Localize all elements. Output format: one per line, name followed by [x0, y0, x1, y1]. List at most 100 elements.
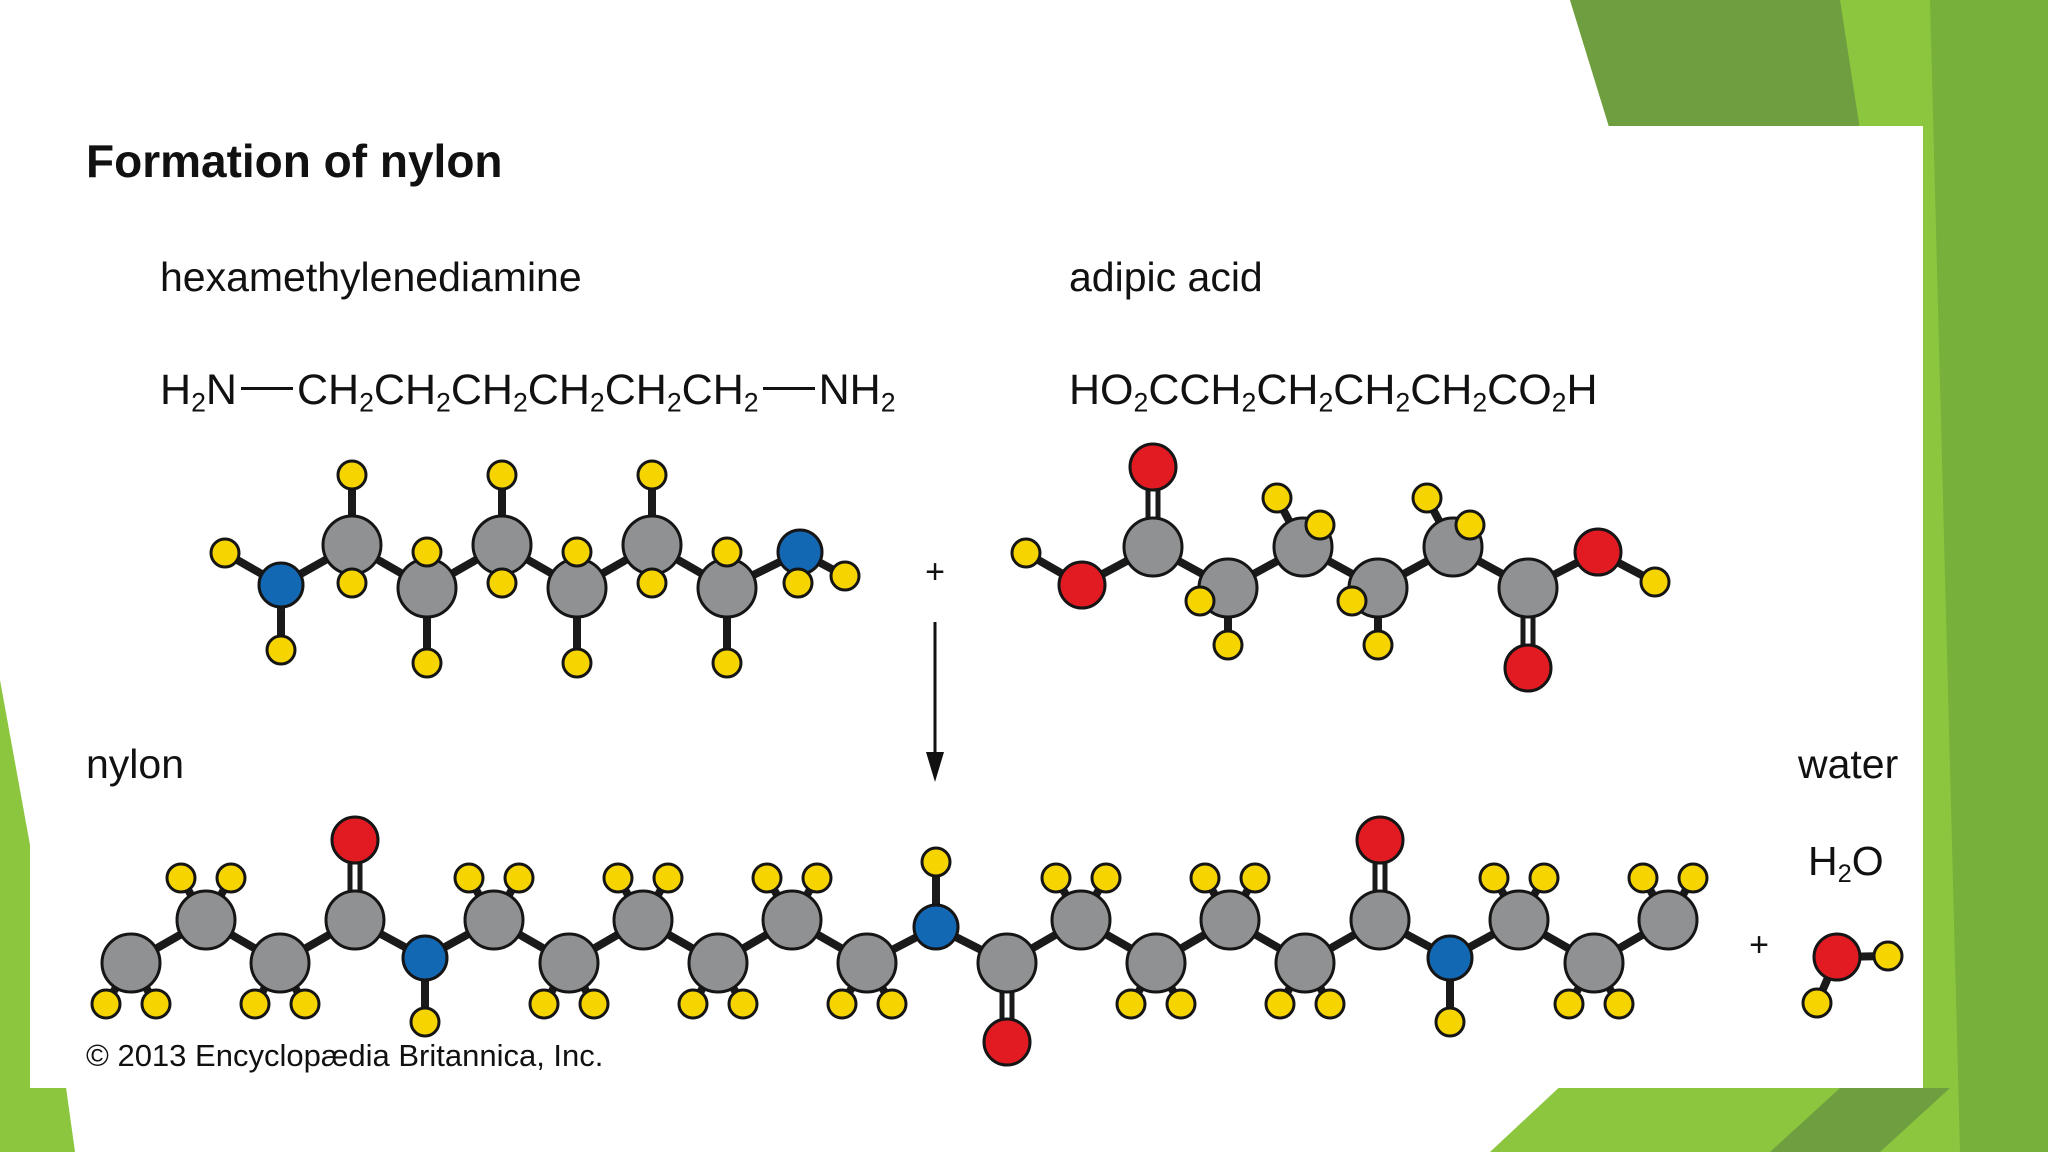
- hydrogen-atom: [751, 862, 783, 894]
- formula-bond-dash: [762, 387, 815, 391]
- carbon-atom: [612, 889, 674, 951]
- hydrogen-atom: [265, 634, 297, 666]
- carbon-atom: [836, 932, 898, 994]
- copyright-notice: © 2013 Encyclopædia Britannica, Inc.: [86, 1038, 604, 1073]
- hydrogen-atom: [1677, 862, 1709, 894]
- carbon-atom: [696, 557, 758, 619]
- hydrogen-atom: [1165, 988, 1197, 1020]
- nitrogen-atom: [776, 528, 824, 576]
- adipic-acid-label: adipic acid: [1069, 254, 1263, 300]
- hydrogen-atom: [1434, 1006, 1466, 1038]
- green-shape-bottom: [1770, 1088, 1950, 1152]
- hydrogen-atom: [1454, 509, 1486, 541]
- hydrogen-atom: [636, 459, 668, 491]
- carbon-atom: [249, 932, 311, 994]
- hydrogen-atom: [876, 988, 908, 1020]
- hydrogen-atom: [1189, 862, 1221, 894]
- carbon-atom: [321, 514, 383, 576]
- adipic-acid-formula: HO2CCH2CH2CH2CH2CO2H: [1069, 366, 1598, 418]
- hydrogen-atom: [711, 536, 743, 568]
- hydrogen-atom: [1090, 862, 1122, 894]
- hydrogen-atom: [1528, 862, 1560, 894]
- carbon-atom: [1349, 889, 1411, 951]
- hydrogen-atom: [1411, 482, 1443, 514]
- oxygen-atom: [330, 815, 380, 865]
- nylon-label: nylon: [86, 741, 185, 787]
- water-label: water: [1798, 741, 1899, 787]
- hydrogen-atom: [1362, 629, 1394, 661]
- hydrogen-atom: [336, 567, 368, 599]
- hydrogen-atom: [1553, 988, 1585, 1020]
- green-shape-edge: [1930, 0, 2048, 1152]
- hydrogen-atom: [561, 536, 593, 568]
- carbon-atom: [1125, 932, 1187, 994]
- plus-sign-reactants: +: [925, 553, 945, 591]
- oxygen-atom: [1812, 932, 1862, 982]
- hydrogen-atom: [411, 536, 443, 568]
- hydrogen-atom: [453, 862, 485, 894]
- diagram-title: Formation of nylon: [86, 135, 503, 187]
- hydrogen-atom: [1212, 629, 1244, 661]
- hydrogen-atom: [239, 988, 271, 1020]
- hydrogen-atom: [636, 567, 668, 599]
- carbon-atom: [463, 889, 525, 951]
- hydrogen-atom: [1478, 862, 1510, 894]
- hydrogen-atom: [826, 988, 858, 1020]
- carbon-atom: [175, 889, 237, 951]
- oxygen-atom: [1503, 643, 1553, 693]
- carbon-atom: [471, 514, 533, 576]
- carbon-atom: [621, 514, 683, 576]
- oxygen-atom: [1573, 527, 1623, 577]
- carbon-atom: [1050, 889, 1112, 951]
- hexamethylenediamine-label: hexamethylenediamine: [160, 254, 582, 300]
- hydrogen-atom: [1184, 585, 1216, 617]
- hydrogen-atom: [1872, 940, 1904, 972]
- hydrogen-atom: [602, 862, 634, 894]
- carbon-atom: [1637, 889, 1699, 951]
- hydrogen-atom: [528, 988, 560, 1020]
- nitrogen-atom: [1426, 934, 1474, 982]
- hydrogen-atom: [90, 988, 122, 1020]
- carbon-atom: [1199, 889, 1261, 951]
- carbon-atom: [687, 932, 749, 994]
- hydrogen-atom: [1304, 509, 1336, 541]
- hydrogen-atom: [829, 560, 861, 592]
- hydrogen-atom: [289, 988, 321, 1020]
- hydrogen-atom: [1603, 988, 1635, 1020]
- hydrogen-atom: [165, 862, 197, 894]
- hydrogen-atom: [1261, 482, 1293, 514]
- hydrogen-atom: [711, 647, 743, 679]
- reaction-arrow-head-icon: [926, 752, 944, 782]
- hydrogen-atom: [486, 459, 518, 491]
- formula-bond-dash: [240, 387, 293, 391]
- hydrogen-atom: [140, 988, 172, 1020]
- plus-sign-products: +: [1749, 926, 1769, 964]
- oxygen-atom: [982, 1017, 1032, 1067]
- hydrogen-atom: [486, 567, 518, 599]
- green-shape-dark: [1570, 0, 1860, 130]
- hydrogen-atom: [336, 459, 368, 491]
- hydrogen-atom: [1627, 862, 1659, 894]
- hydrogen-atom: [782, 567, 814, 599]
- atoms-layer: [90, 442, 1904, 1067]
- hydrogen-atom: [1314, 988, 1346, 1020]
- reaction-symbols: + +: [925, 553, 1769, 964]
- water-formula: H2O: [1808, 838, 1884, 889]
- carbon-atom: [538, 932, 600, 994]
- carbon-atom: [100, 932, 162, 994]
- hydrogen-atom: [409, 1006, 441, 1038]
- hydrogen-atom: [652, 862, 684, 894]
- hydrogen-atom: [578, 988, 610, 1020]
- hydrogen-atom: [209, 537, 241, 569]
- carbon-atom: [1274, 932, 1336, 994]
- hydrogen-atom: [1040, 862, 1072, 894]
- hydrogen-atom: [727, 988, 759, 1020]
- carbon-atom: [1122, 516, 1184, 578]
- carbon-atom: [546, 557, 608, 619]
- hydrogen-atom: [1115, 988, 1147, 1020]
- carbon-atom: [1563, 932, 1625, 994]
- hydrogen-atom: [677, 988, 709, 1020]
- oxygen-atom: [1128, 442, 1178, 492]
- hydrogen-atom: [215, 862, 247, 894]
